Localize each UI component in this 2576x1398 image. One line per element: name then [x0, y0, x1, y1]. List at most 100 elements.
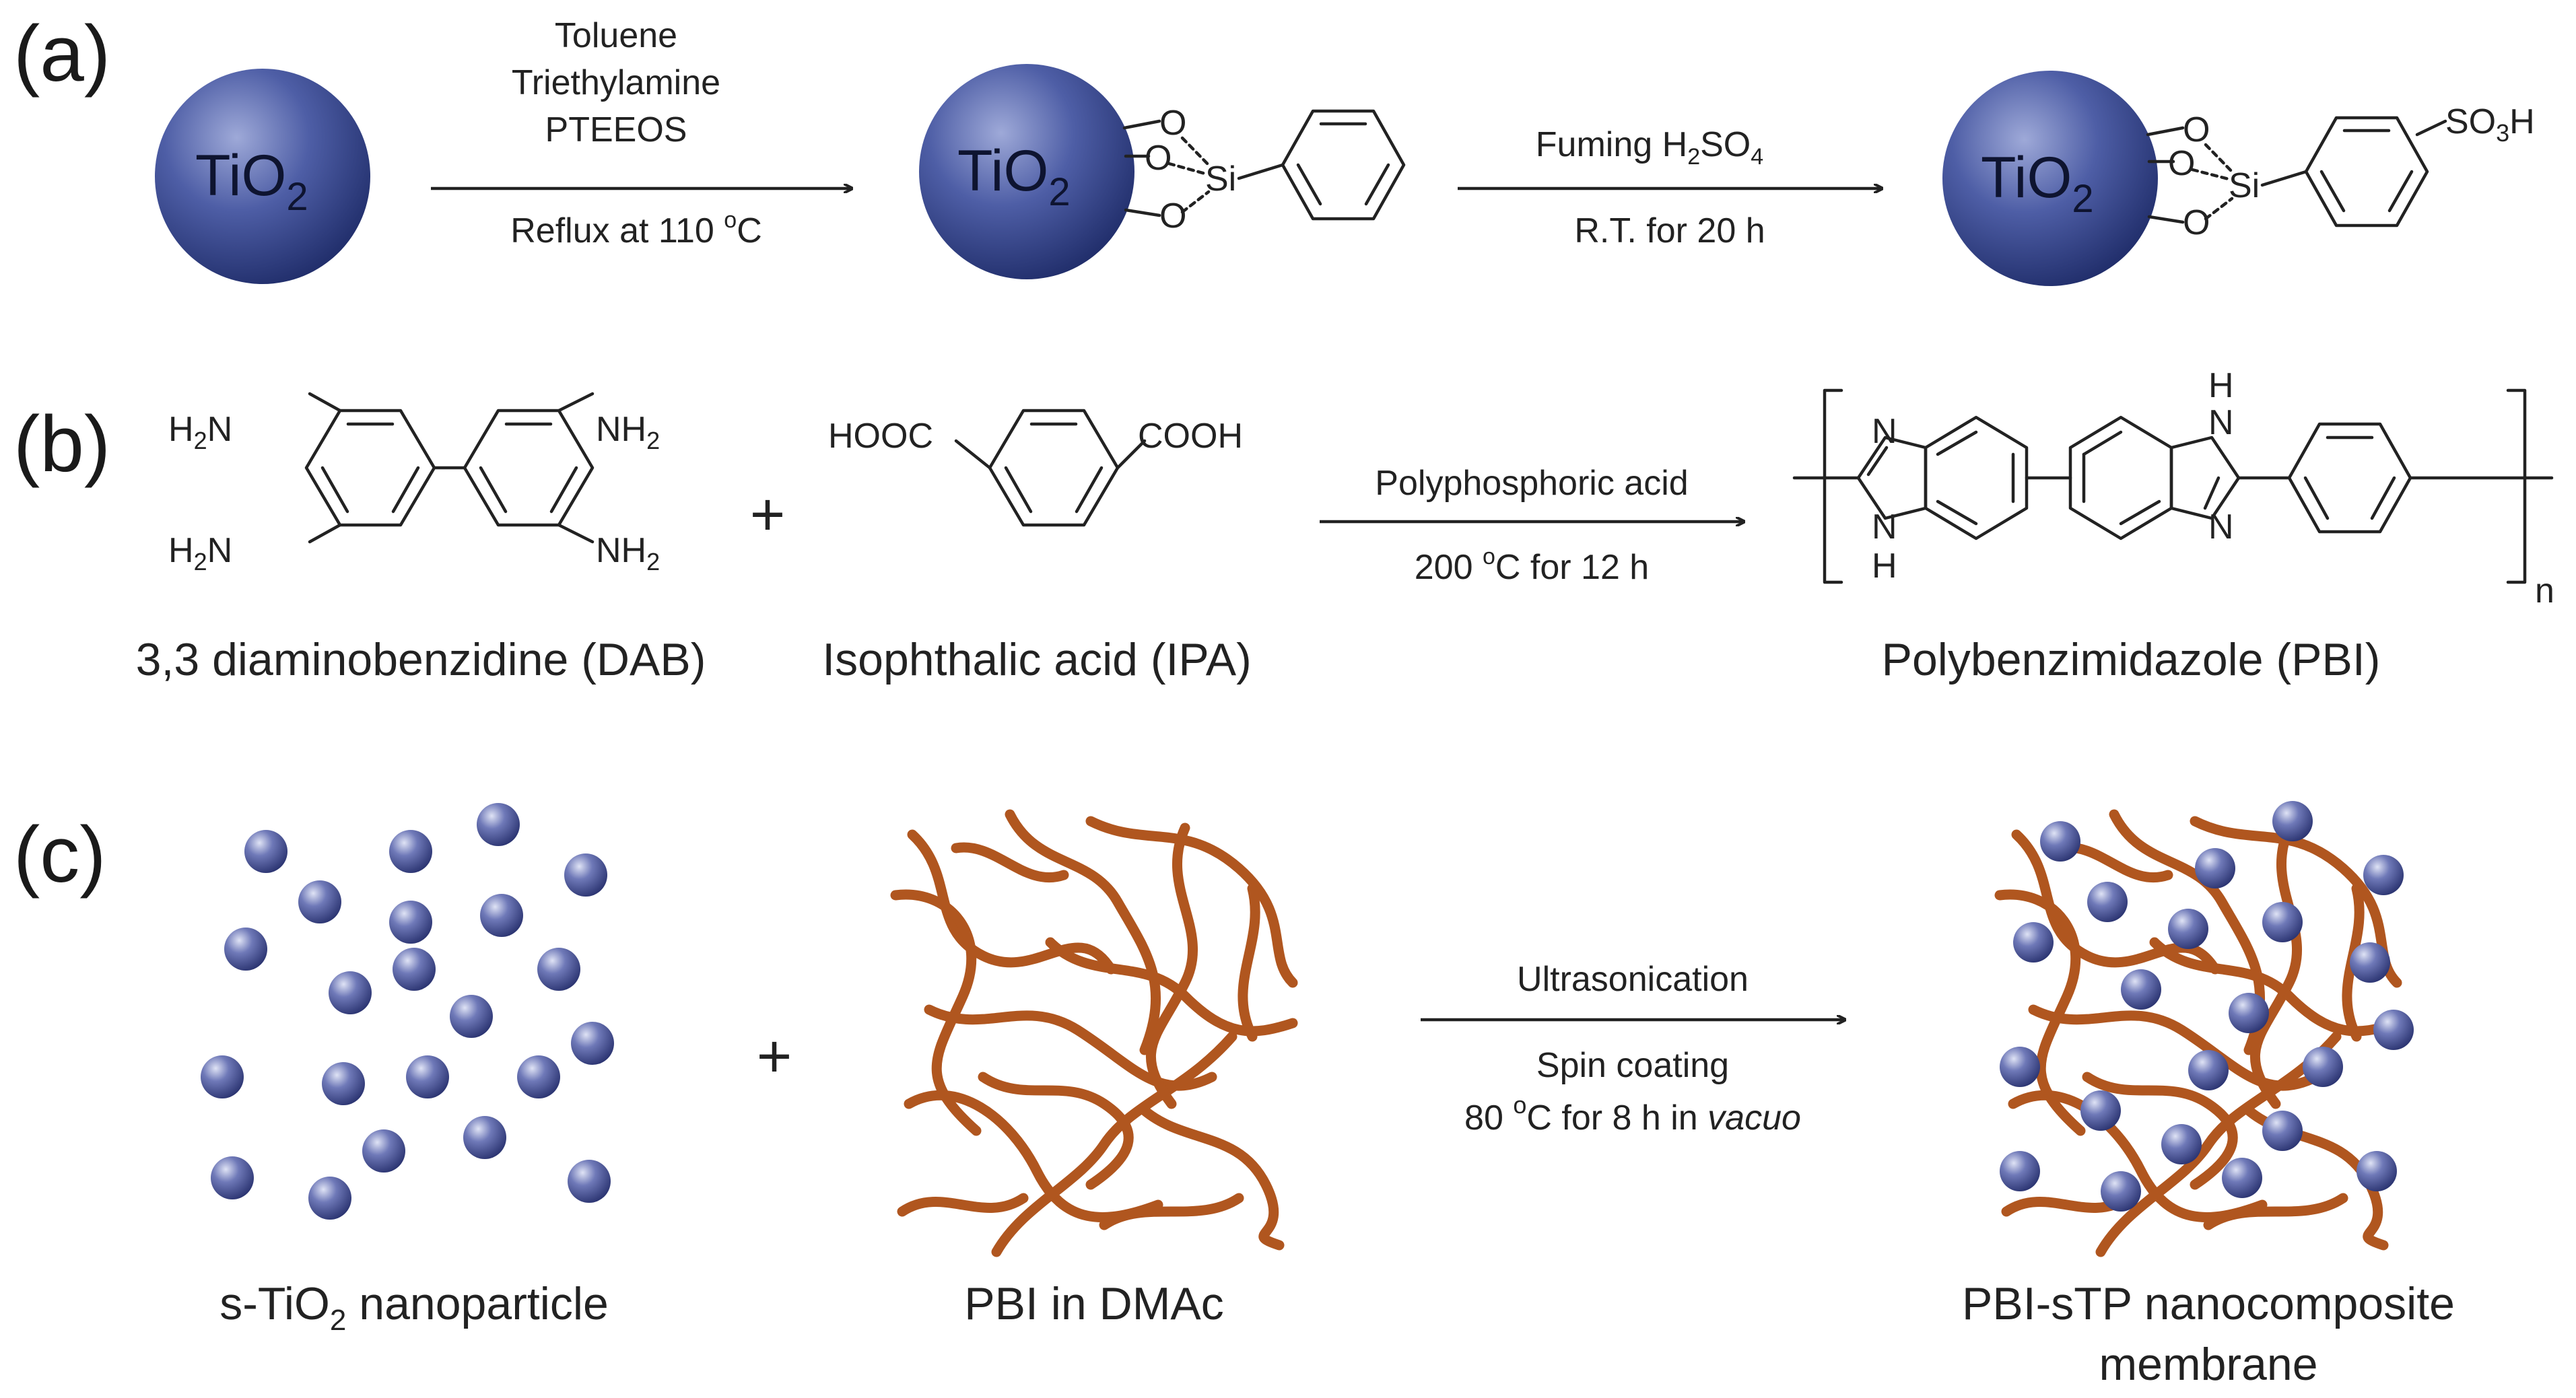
polymer-chain	[1085, 816, 1298, 988]
composite-caption-line2: membrane	[2099, 1339, 2317, 1390]
svg-text:TiO2: TiO2	[195, 143, 308, 219]
svg-text:NH2: NH2	[596, 531, 660, 575]
reaction-arrow-b: Polyphosphoric acid 200 oC for 12 h	[1320, 464, 1744, 587]
nanoparticle	[564, 853, 607, 897]
polymer-chain	[2082, 1072, 2238, 1190]
svg-text:SO3H: SO3H	[2445, 102, 2535, 147]
reflux-condition: Reflux at 110 oC	[510, 207, 762, 250]
svg-text:H: H	[2208, 366, 2234, 405]
svg-text:N: N	[1872, 508, 1897, 547]
reagent-pteeos: PTEEOS	[545, 110, 687, 149]
tio2-sphere-1: TiO2	[155, 69, 370, 284]
ipa-structure: HOOC COOH	[828, 409, 1243, 527]
svg-text:TiO2: TiO2	[957, 139, 1071, 214]
nanoparticle	[450, 995, 493, 1038]
nanoparticle	[2262, 902, 2303, 942]
polymer-chain	[1045, 937, 1298, 1037]
nanoparticle	[2363, 855, 2404, 895]
plus-b: +	[750, 481, 786, 549]
nanoparticle	[2013, 922, 2054, 963]
polymer-chain	[2203, 1193, 2348, 1230]
tio2-phenylsilane: TiO2 O O O Si	[919, 64, 1406, 279]
nanoparticle	[393, 948, 436, 991]
nanoparticle	[2080, 1090, 2121, 1131]
svg-text:O: O	[2168, 144, 2195, 183]
svg-text:O: O	[2183, 110, 2210, 149]
particle-caption: s-TiO2 nanoparticle	[219, 1278, 609, 1337]
polymer-chain	[1005, 809, 1161, 1055]
nanoparticle	[2262, 1111, 2303, 1151]
nanoparticle	[2350, 942, 2390, 983]
nanoparticle	[389, 830, 432, 873]
nanoparticle	[406, 1055, 449, 1098]
nanoparticle	[389, 901, 432, 944]
nanoparticle	[211, 1156, 254, 1199]
svg-text:O: O	[1159, 104, 1186, 143]
nanoparticle	[2373, 1010, 2414, 1050]
nanoparticle	[517, 1055, 560, 1098]
pbi-dmac-caption: PBI in DMAc	[964, 1278, 1223, 1329]
polymer-chain	[924, 1004, 1217, 1091]
polymer-chain	[2249, 823, 2302, 1109]
nanoparticle	[2229, 993, 2269, 1033]
svg-text:O: O	[2183, 203, 2210, 242]
pbi-chains	[890, 809, 1298, 1257]
panel-c-label: (c)	[13, 810, 106, 899]
polymer-chain	[2109, 809, 2266, 1055]
svg-text:COOH: COOH	[1138, 417, 1243, 456]
svg-text:O: O	[1159, 197, 1186, 236]
ipa-caption: Isophthalic acid (IPA)	[822, 634, 1251, 685]
nanoparticle	[2000, 1151, 2040, 1191]
composite-chains	[1994, 809, 2402, 1257]
svg-text:N: N	[2208, 508, 2234, 547]
nanoparticle	[201, 1055, 244, 1098]
nanoparticle	[308, 1177, 351, 1220]
svg-text:TiO2: TiO2	[1981, 145, 2094, 221]
nanoparticle	[362, 1129, 405, 1173]
nanoparticle	[2195, 848, 2235, 888]
nanoparticle	[463, 1116, 506, 1159]
nanoparticle	[2168, 909, 2208, 949]
polyphosphoric-acid: Polyphosphoric acid	[1375, 464, 1688, 503]
nanoparticle	[329, 971, 372, 1014]
polymer-chain	[951, 842, 1069, 883]
nanoparticle	[568, 1160, 611, 1203]
polymer-chain	[1139, 1105, 1285, 1251]
svg-text:N: N	[2208, 403, 2234, 442]
nanoparticle	[537, 948, 580, 991]
nanoparticle	[477, 803, 520, 846]
nanoparticle	[2087, 882, 2128, 922]
nanoparticle	[2357, 1151, 2397, 1191]
panel-a-label: (a)	[13, 9, 110, 98]
spin-coating: Spin coating	[1536, 1046, 1729, 1085]
nanoparticle	[2121, 969, 2161, 1010]
polymer-chain	[1099, 1193, 1244, 1230]
dab-structure: H2N H2N NH2 NH2	[168, 392, 660, 575]
reaction-arrow-c: Ultrasonication Spin coating 80 oC for 8…	[1421, 960, 1845, 1138]
ultrasonication: Ultrasonication	[1517, 960, 1749, 999]
nanoparticle	[298, 880, 341, 923]
polymer-chain	[2095, 1031, 2342, 1257]
composite-nanoparticles	[2000, 801, 2414, 1212]
nanoparticle	[2040, 821, 2080, 862]
nanoparticle	[2161, 1124, 2202, 1164]
reagent-triethylamine: Triethylamine	[512, 63, 720, 102]
nanoparticle	[244, 830, 287, 873]
svg-text:H: H	[1872, 547, 1897, 586]
polymer-chain	[1145, 823, 1198, 1109]
vacuo-condition: 80 oC for 8 h in vacuo	[1464, 1091, 1801, 1138]
svg-text:n: n	[2535, 571, 2554, 610]
polymer-chain	[897, 1193, 1029, 1217]
svg-text:H2N: H2N	[168, 531, 232, 575]
composite-caption-line1: PBI-sTP nanocomposite	[1962, 1278, 2455, 1329]
pbi-structure: N N H H N N n	[1792, 366, 2554, 610]
svg-text:NH2: NH2	[596, 410, 660, 454]
reagent-toluene: Toluene	[555, 16, 677, 55]
svg-text:N: N	[1872, 412, 1897, 451]
polymer-chain	[890, 889, 982, 1136]
polymer-chain	[907, 829, 1116, 975]
svg-text:HOOC: HOOC	[828, 417, 933, 456]
reaction-arrow-1: Toluene Triethylamine PTEEOS Reflux at 1…	[431, 16, 852, 250]
svg-text:Si: Si	[2229, 166, 2260, 205]
nanoparticle	[322, 1062, 365, 1105]
